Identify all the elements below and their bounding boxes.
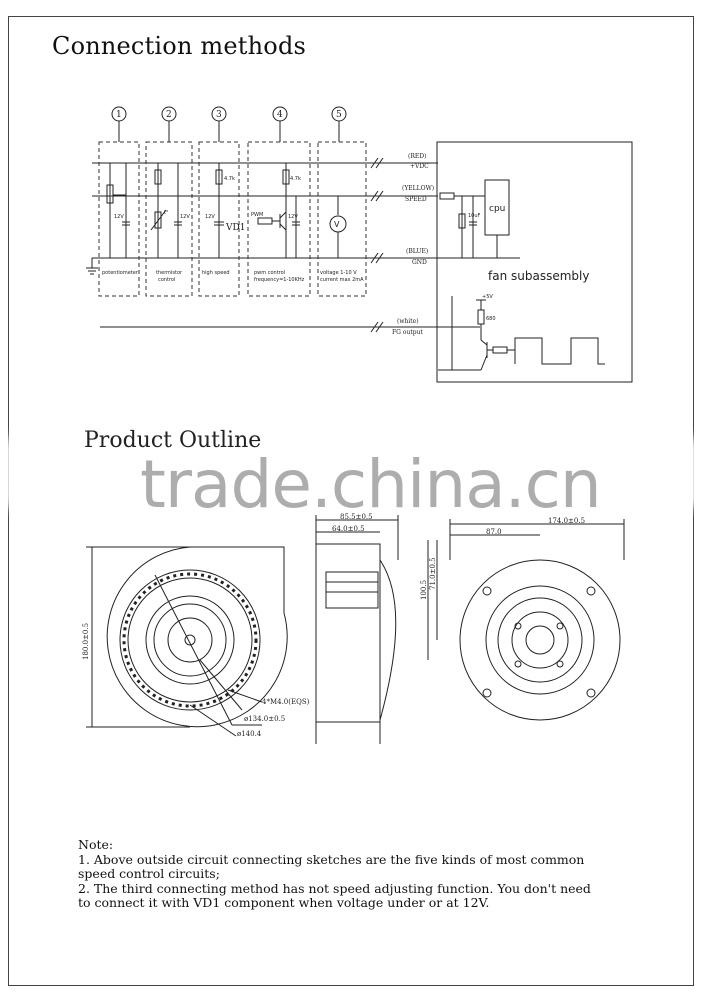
wire-red-signal: +VDC <box>410 163 429 170</box>
box5-label-line2: current max 2mA <box>320 277 364 283</box>
box-high-speed <box>198 141 240 297</box>
box3-label: high speed <box>202 270 230 276</box>
dim-back-w2: 87.0 <box>486 528 502 536</box>
box-potentiometer <box>98 141 140 297</box>
box2-label-line2: control <box>158 277 175 283</box>
box1-label: potentiometer <box>102 270 139 276</box>
circle-number-2-text: 2 <box>166 110 172 120</box>
plus5v-label: +5V <box>482 294 493 300</box>
pwm-label: PWM <box>251 212 263 218</box>
wire-yellow-signal: SPEED <box>405 196 427 203</box>
note-1: 1. Above outside circuit connecting sket… <box>78 851 589 881</box>
dim-back-h2: 100.5 <box>420 580 428 600</box>
thermistor-symbol: t° <box>164 210 169 216</box>
notes-block: Note: 1. Above outside circuit connectin… <box>78 837 598 911</box>
dim-holes: 4*M4.0(EQS) <box>262 698 310 706</box>
circle-number-1-text: 1 <box>116 110 122 120</box>
vd1-label: VD1 <box>225 223 245 233</box>
box4-label-line2: frequency=1-10KHz <box>254 277 305 283</box>
voltmeter-label: V <box>334 220 340 229</box>
r-4k7-label-2: 4.7k <box>290 176 301 182</box>
v12-label-2: 12V <box>180 214 190 220</box>
box-thermistor <box>145 141 193 297</box>
cap-label: 10uF <box>468 213 481 219</box>
watermark-blur-left <box>0 438 40 508</box>
side-view-drawing <box>315 515 399 744</box>
wire-white-signal: FG output <box>392 329 423 336</box>
v12-label-1: 12V <box>114 214 124 220</box>
wire-blue-label: (BLUE) <box>406 248 428 255</box>
dim-back-h1: 71.0±0.5 <box>429 557 437 590</box>
circle-number-3-text: 3 <box>216 110 222 120</box>
r680-label: 680 <box>486 316 496 322</box>
front-view-drawing <box>86 546 288 737</box>
box2-label-line1: thermistor <box>156 270 183 276</box>
box-pwm <box>247 141 311 297</box>
box4-label-line1: pwm control <box>254 270 285 276</box>
dim-back-w1: 174.0±0.5 <box>548 517 585 525</box>
watermark-blur-right <box>680 438 705 508</box>
dim-d2: ø140.4 <box>237 730 262 738</box>
note-2: 2. The third connecting method has not s… <box>78 880 595 910</box>
circle-number-5-text: 5 <box>336 110 342 120</box>
circle-number-4-text: 4 <box>277 110 283 120</box>
cpu-label: cpu <box>489 204 505 214</box>
product-outline-title: Product Outline <box>84 428 262 453</box>
box-voltage <box>317 141 367 297</box>
wire-red-label: (RED) <box>408 153 426 160</box>
back-view-drawing <box>427 519 625 721</box>
v12-label-3: 12V <box>205 214 215 220</box>
page-title: Connection methods <box>52 32 307 60</box>
fan-subassembly-label: fan subassembly <box>488 269 589 283</box>
r-4k7-label-1: 4.7k <box>224 176 235 182</box>
fan-subassembly-box <box>436 141 633 383</box>
note-heading: Note: <box>78 837 114 852</box>
v12-label-4: 12V <box>288 214 298 220</box>
watermark: trade.china.cn <box>140 446 602 523</box>
dim-front-height: 180.0±0.5 <box>82 623 90 660</box>
dim-side-w1: 85.5±0.5 <box>340 513 373 521</box>
wire-white-label: (white) <box>397 318 419 325</box>
box5-label-line1: voltage 1-10 V <box>320 270 357 276</box>
wire-yellow-label: (YELLOW) <box>402 185 434 192</box>
dim-side-w2: 64.0±0.5 <box>332 525 365 533</box>
wire-blue-signal: GND <box>412 259 427 266</box>
dim-d1: ø134.0±0.5 <box>244 715 285 723</box>
